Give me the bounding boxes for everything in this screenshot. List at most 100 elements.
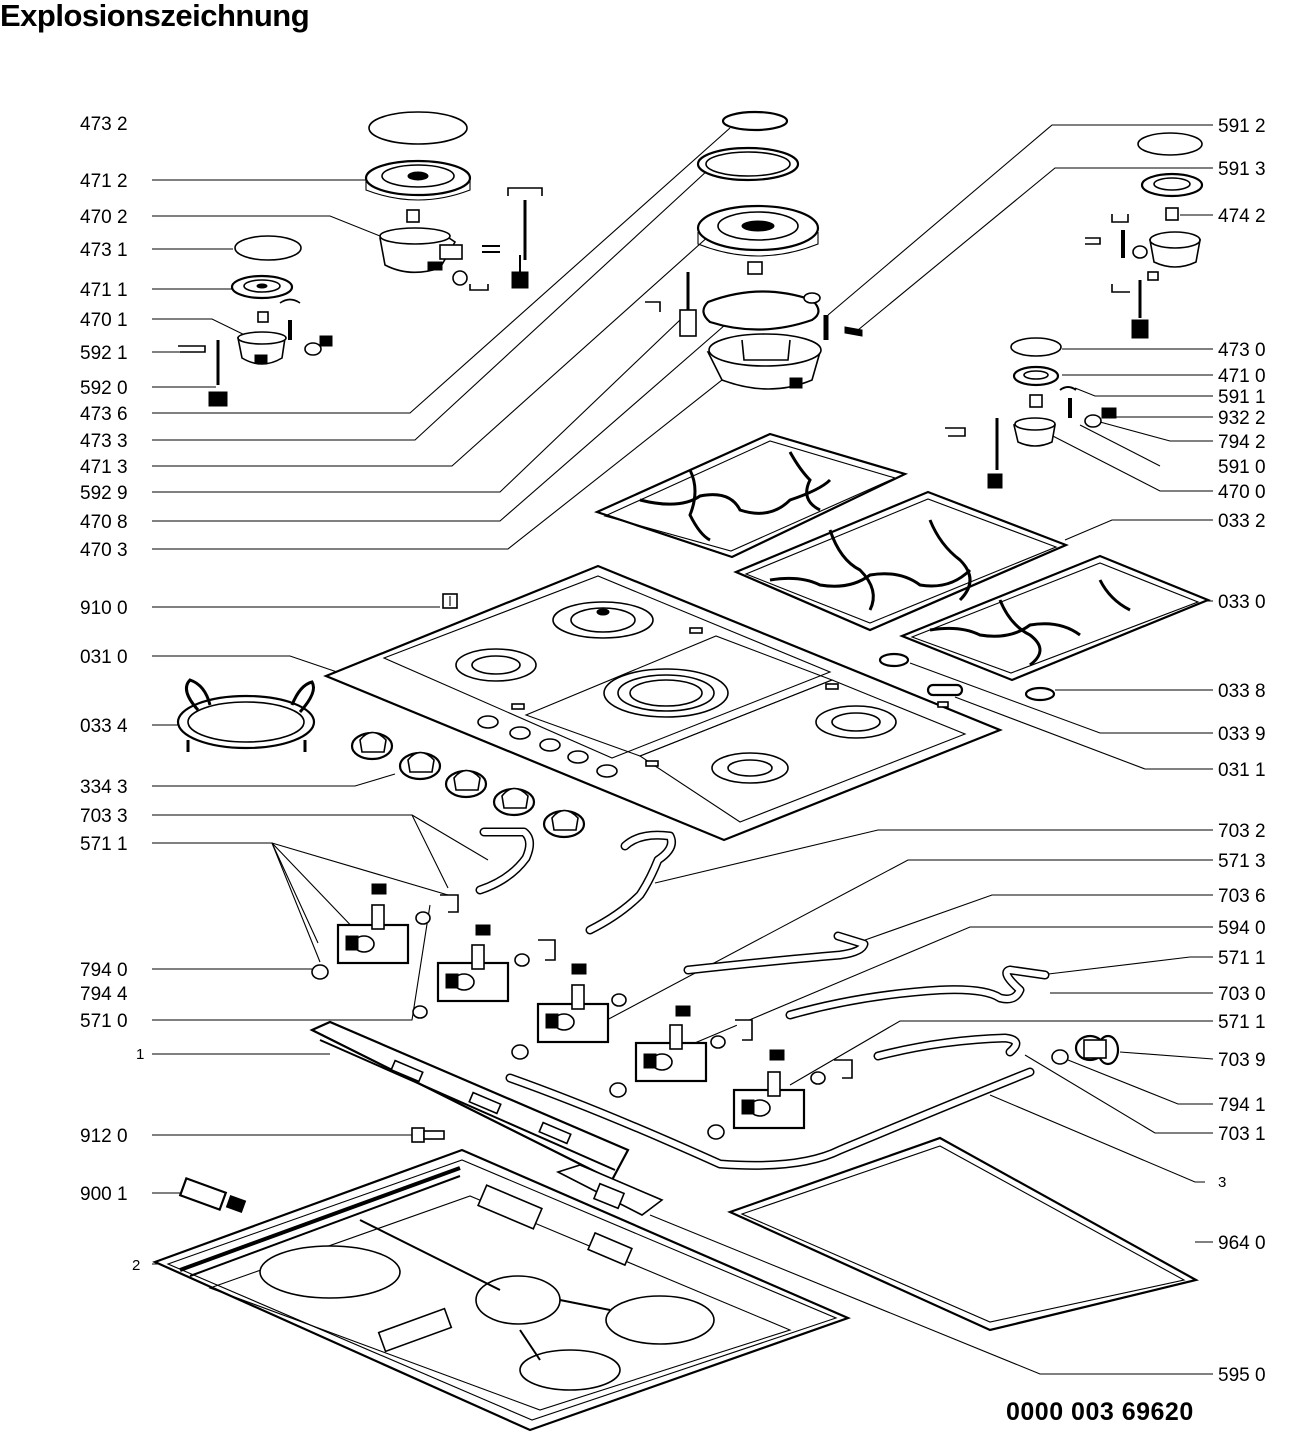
rail-1 — [309, 1020, 630, 1182]
label-471-2: 471 2 — [80, 171, 128, 192]
label-912-0: 912 0 — [80, 1126, 128, 1147]
label-900-1: 900 1 — [80, 1184, 128, 1205]
burner-base-470-1 — [237, 331, 287, 365]
label-031-0: 031 0 — [80, 647, 128, 668]
label-033-8: 033 8 — [1218, 681, 1266, 702]
label-470-2: 470 2 — [80, 207, 128, 228]
label-033-9: 033 9 — [1218, 724, 1266, 745]
label-471-1: 471 1 — [80, 280, 128, 301]
label-571-1-left: 571 1 — [80, 834, 128, 855]
trim-parts — [878, 652, 1056, 708]
label-033-4: 033 4 — [80, 716, 128, 737]
right-labels: 591 2 591 3 474 2 473 0 471 0 591 1 932 … — [1218, 116, 1266, 1386]
clip-small — [482, 245, 500, 253]
label-571-0: 571 0 — [80, 1011, 128, 1032]
label-591-1: 591 1 — [1218, 387, 1266, 408]
document-number: 0000 003 69620 — [1006, 1398, 1194, 1426]
control-knobs-334-3 — [350, 731, 586, 839]
gasket-964-0 — [727, 1136, 1199, 1332]
label-473-0: 473 0 — [1218, 340, 1266, 361]
label-473-2: 473 2 — [80, 114, 128, 135]
clip — [469, 284, 489, 291]
wok-ring-033-4 — [176, 678, 316, 752]
label-3: 3 — [1218, 1174, 1226, 1191]
hob-burner-left — [455, 648, 537, 682]
label-703-1: 703 1 — [1218, 1124, 1266, 1145]
gas-tap-1 — [336, 883, 410, 965]
burner-group-small-left — [178, 235, 333, 407]
connector-900-1 — [178, 1176, 247, 1214]
label-794-2: 794 2 — [1218, 432, 1266, 453]
label-794-1: 794 1 — [1218, 1095, 1266, 1116]
burner-base-470-2 — [379, 227, 463, 274]
burner-base-470-3 — [706, 333, 822, 390]
label-471-0: 471 0 — [1218, 366, 1266, 387]
label-592-9: 592 9 — [80, 483, 128, 504]
clips-and-seals — [311, 894, 1069, 1140]
hob-burner-large — [603, 668, 729, 718]
label-594-0: 594 0 — [1218, 918, 1266, 939]
label-591-0: 591 0 — [1218, 457, 1266, 478]
label-1: 1 — [136, 1046, 144, 1063]
label-470-8: 470 8 — [80, 512, 128, 533]
label-703-3: 703 3 — [80, 806, 128, 827]
label-592-0: 592 0 — [80, 378, 128, 399]
label-703-6: 703 6 — [1218, 886, 1266, 907]
gas-tap-2 — [436, 924, 510, 1003]
gasket-470-8 — [702, 290, 821, 331]
label-471-3: 471 3 — [80, 457, 128, 478]
label-473-6: 473 6 — [80, 404, 128, 425]
pan-support-033-0 — [899, 554, 1211, 682]
burner-group-center — [645, 110, 863, 390]
label-794-4: 794 4 — [80, 984, 128, 1005]
label-964-0: 964 0 — [1218, 1233, 1266, 1254]
label-571-3: 571 3 — [1218, 851, 1266, 872]
label-470-1: 470 1 — [80, 310, 128, 331]
gas-tap-5 — [732, 1049, 806, 1130]
hob-burner-front — [711, 752, 789, 784]
bottom-tray-2 — [152, 1148, 852, 1432]
label-703-2: 703 2 — [1218, 821, 1266, 842]
burner-crown-471-1 — [230, 274, 294, 300]
label-033-2: 033 2 — [1218, 511, 1266, 532]
burner-cap-473-1 — [234, 235, 302, 261]
label-470-3: 470 3 — [80, 540, 128, 561]
leader-lines — [152, 124, 1214, 1375]
burner-group-large-left — [364, 111, 543, 291]
injector-nozzle — [406, 209, 420, 223]
label-932-2: 932 2 — [1218, 408, 1266, 429]
hob-burner-rear — [552, 601, 654, 639]
burner-crown-471-3 — [696, 204, 820, 257]
thermocouple-592-0 — [178, 340, 228, 407]
label-592-1: 592 1 — [80, 343, 128, 364]
left-labels: 473 2 471 2 470 2 473 1 471 1 470 1 592 … — [80, 114, 144, 1274]
switch-block-595-0 — [555, 1164, 664, 1216]
label-794-0: 794 0 — [80, 960, 128, 981]
label-703-0: 703 0 — [1218, 984, 1266, 1005]
burner-group-right-top — [1085, 132, 1204, 339]
label-473-1: 473 1 — [80, 240, 128, 261]
label-703-9: 703 9 — [1218, 1050, 1266, 1071]
label-591-3: 591 3 — [1218, 159, 1266, 180]
label-474-2: 474 2 — [1218, 206, 1266, 227]
seal-ring — [452, 270, 468, 286]
elbow-703-9 — [1074, 1034, 1120, 1066]
burner-cap-473-2 — [368, 111, 468, 145]
label-571-1-right-a: 571 1 — [1218, 948, 1266, 969]
gas-tap-3 — [536, 963, 610, 1044]
hob-top-plate-031-0 — [323, 564, 1003, 842]
label-334-3: 334 3 — [80, 777, 128, 798]
hob-burner-right — [815, 705, 897, 739]
screw-912-0 — [411, 1127, 445, 1143]
cap-591-3-burner — [1137, 132, 1203, 156]
label-591-2: 591 2 — [1218, 116, 1266, 137]
label-595-0: 595 0 — [1218, 1365, 1266, 1386]
page-title: Explosionszeichnung — [0, 0, 310, 33]
pan-support-033-2-top — [593, 432, 909, 559]
gas-tubes — [475, 827, 1050, 1170]
ring-473-6 — [721, 110, 789, 132]
cap-473-0 — [1010, 337, 1062, 357]
label-470-0: 470 0 — [1218, 482, 1266, 503]
thermocouple-592-9 — [645, 272, 697, 337]
